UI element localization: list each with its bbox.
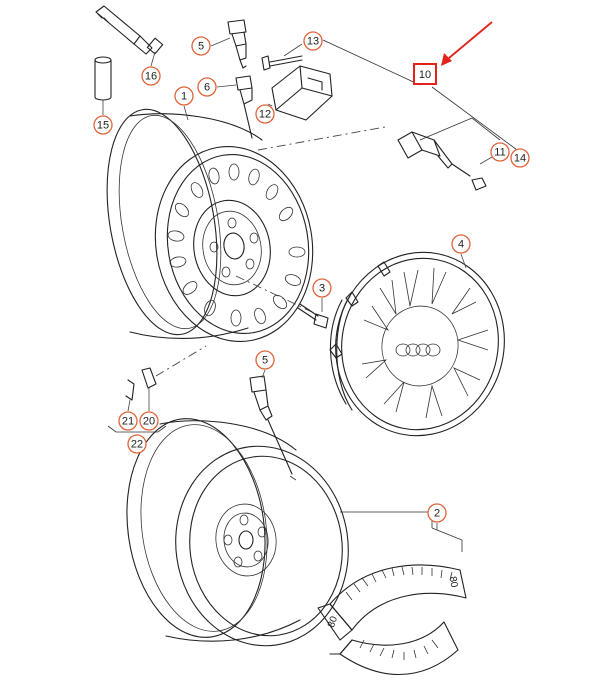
callout-label: 14	[514, 153, 526, 165]
callout-c22: 22	[127, 434, 147, 454]
callout-label: 12	[259, 109, 271, 121]
callout-label: 15	[97, 120, 109, 132]
callout-label: 1	[181, 91, 187, 103]
balance-weight-clips	[107, 345, 207, 433]
spare-wheel-rim	[126, 418, 349, 647]
callout-c4: 4	[451, 234, 471, 254]
callout-label: 11	[494, 147, 505, 159]
callout-c16: 16	[141, 66, 161, 86]
callout-c5b: 5	[255, 350, 275, 370]
callout-ring	[510, 148, 530, 168]
highlight-arrow	[441, 21, 493, 66]
callout-label: 13	[307, 36, 319, 48]
callout-c12: 12	[255, 104, 275, 124]
highlight-box-10: 10	[413, 63, 437, 85]
audi-logo-icon	[395, 343, 441, 357]
tread-gauge-strip: 80 80	[317, 511, 467, 676]
callout-label: 4	[458, 239, 464, 251]
callout-c21: 21	[118, 411, 138, 431]
callout-label: 22	[131, 439, 143, 451]
callout-c14: 14	[510, 148, 530, 168]
tyre-valve-top	[210, 19, 247, 69]
callout-c3: 3	[312, 278, 332, 298]
callout-label: 21	[122, 416, 134, 428]
callout-ring	[255, 350, 275, 370]
tyre-valve-small	[216, 75, 253, 139]
callout-c20: 20	[139, 411, 159, 431]
callout-ring	[141, 66, 161, 86]
callout-ring	[427, 503, 447, 523]
callout-ring	[118, 411, 138, 431]
valve-cap-cylinder	[94, 56, 112, 115]
callout-c11: 11	[490, 142, 510, 162]
hub-cap	[329, 251, 505, 437]
callout-c6: 6	[197, 77, 217, 97]
callout-ring	[139, 411, 159, 431]
leader-lines-10	[257, 39, 529, 159]
callout-ring	[490, 142, 510, 162]
callout-ring	[303, 31, 323, 51]
scale-label-right: 80	[447, 576, 460, 589]
grease-tube	[95, 5, 164, 67]
callout-ring	[174, 86, 194, 106]
sensor-bolt	[261, 43, 303, 71]
callout-label: 16	[145, 71, 157, 83]
callout-label: 2	[434, 508, 440, 520]
wheel-bolt	[297, 298, 329, 329]
callout-label: 5	[198, 41, 204, 53]
callout-label: 5	[262, 355, 268, 367]
tyre-valve-lower	[249, 369, 293, 475]
callout-c2: 2	[427, 503, 447, 523]
callout-ring	[451, 234, 471, 254]
callout-ring	[197, 77, 217, 97]
callout-label: 6	[204, 82, 210, 94]
callout-ring	[255, 104, 275, 124]
callout-ring	[93, 115, 113, 135]
tpms-sensor	[267, 65, 333, 121]
callout-c13: 13	[303, 31, 323, 51]
callout-c1: 1	[174, 86, 194, 106]
callout-label: 3	[319, 283, 325, 295]
callout-ring	[127, 434, 147, 454]
callout-label: 20	[143, 416, 155, 428]
callout-c15: 15	[93, 115, 113, 135]
callout-ring	[312, 278, 332, 298]
callout-ring	[191, 36, 211, 56]
callout-c5a: 5	[191, 36, 211, 56]
metal-valve-assembly	[397, 117, 501, 191]
steel-wheel-rim	[106, 105, 314, 343]
scale-label-left: 80	[326, 614, 340, 629]
scale-ticks	[345, 566, 453, 660]
label-10: 10	[419, 69, 431, 81]
